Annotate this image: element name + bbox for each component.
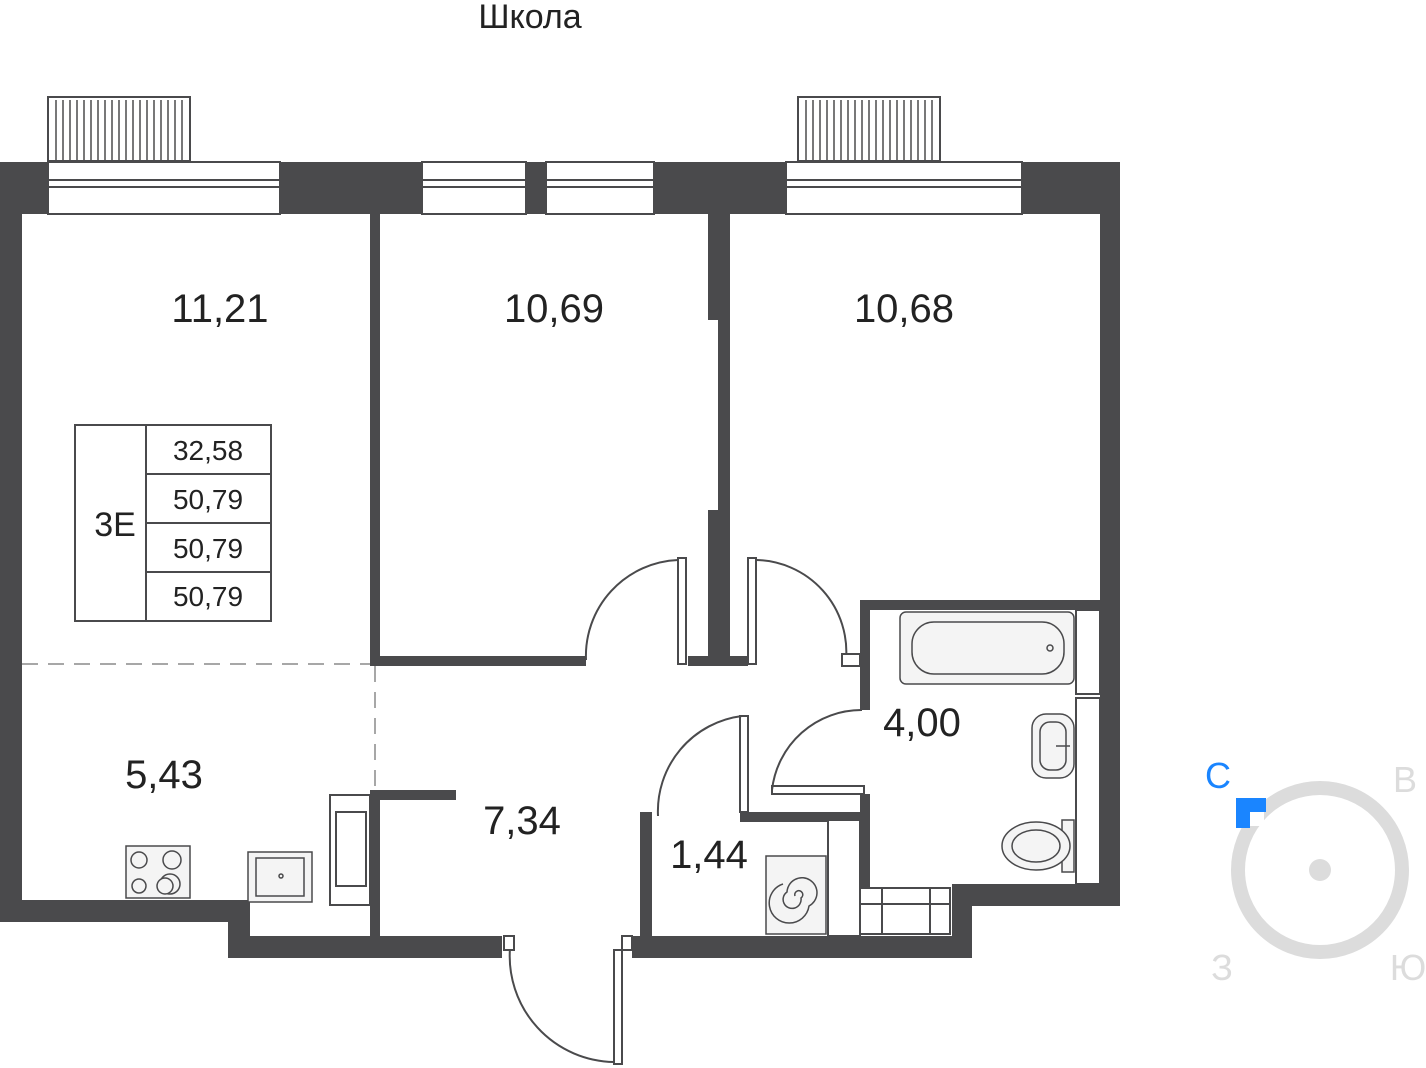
stove-icon — [125, 845, 191, 899]
compass-south-label: Ю — [1390, 947, 1426, 988]
balcony-left — [47, 96, 191, 162]
north-marker-icon — [1236, 798, 1266, 828]
room-area-5-43: 5,43 — [125, 753, 203, 797]
table-value-living: 32,58 — [173, 435, 243, 466]
table-value-total-3: 50,79 — [173, 581, 243, 612]
room-area-11-21: 11,21 — [171, 287, 268, 331]
bathtub-icon — [899, 611, 1075, 685]
partition — [1075, 609, 1101, 885]
fridge-icon — [329, 794, 371, 906]
room-area-1-44: 1,44 — [670, 833, 748, 877]
room-area-4-00: 4,00 — [883, 701, 961, 745]
apartment-info-table: 3Е 32,58 50,79 50,79 50,79 — [74, 424, 272, 622]
school-label: Школа — [478, 0, 581, 36]
washing-machine-icon — [765, 855, 827, 935]
washbasin-icon — [1031, 713, 1075, 779]
sink-icon — [247, 851, 313, 903]
shaft-icon — [859, 887, 951, 935]
apartment-code: 3Е — [94, 506, 136, 544]
compass-east-label: В — [1393, 759, 1417, 800]
room-area-10-69: 10,69 — [504, 287, 604, 331]
compass: С В З Ю — [1205, 755, 1426, 988]
windows — [47, 161, 1023, 215]
compass-north-label: С — [1205, 755, 1231, 796]
table-value-total-1: 50,79 — [173, 484, 243, 515]
room-area-10-68: 10,68 — [854, 287, 954, 331]
table-value-total-2: 50,79 — [173, 533, 243, 564]
toilet-icon — [1001, 819, 1075, 873]
compass-west-label: З — [1211, 947, 1233, 988]
doors — [503, 557, 865, 1065]
balcony-right — [797, 96, 941, 162]
zone-separators — [22, 663, 376, 790]
boiler-box — [827, 819, 861, 937]
room-area-7-34: 7,34 — [483, 799, 561, 843]
